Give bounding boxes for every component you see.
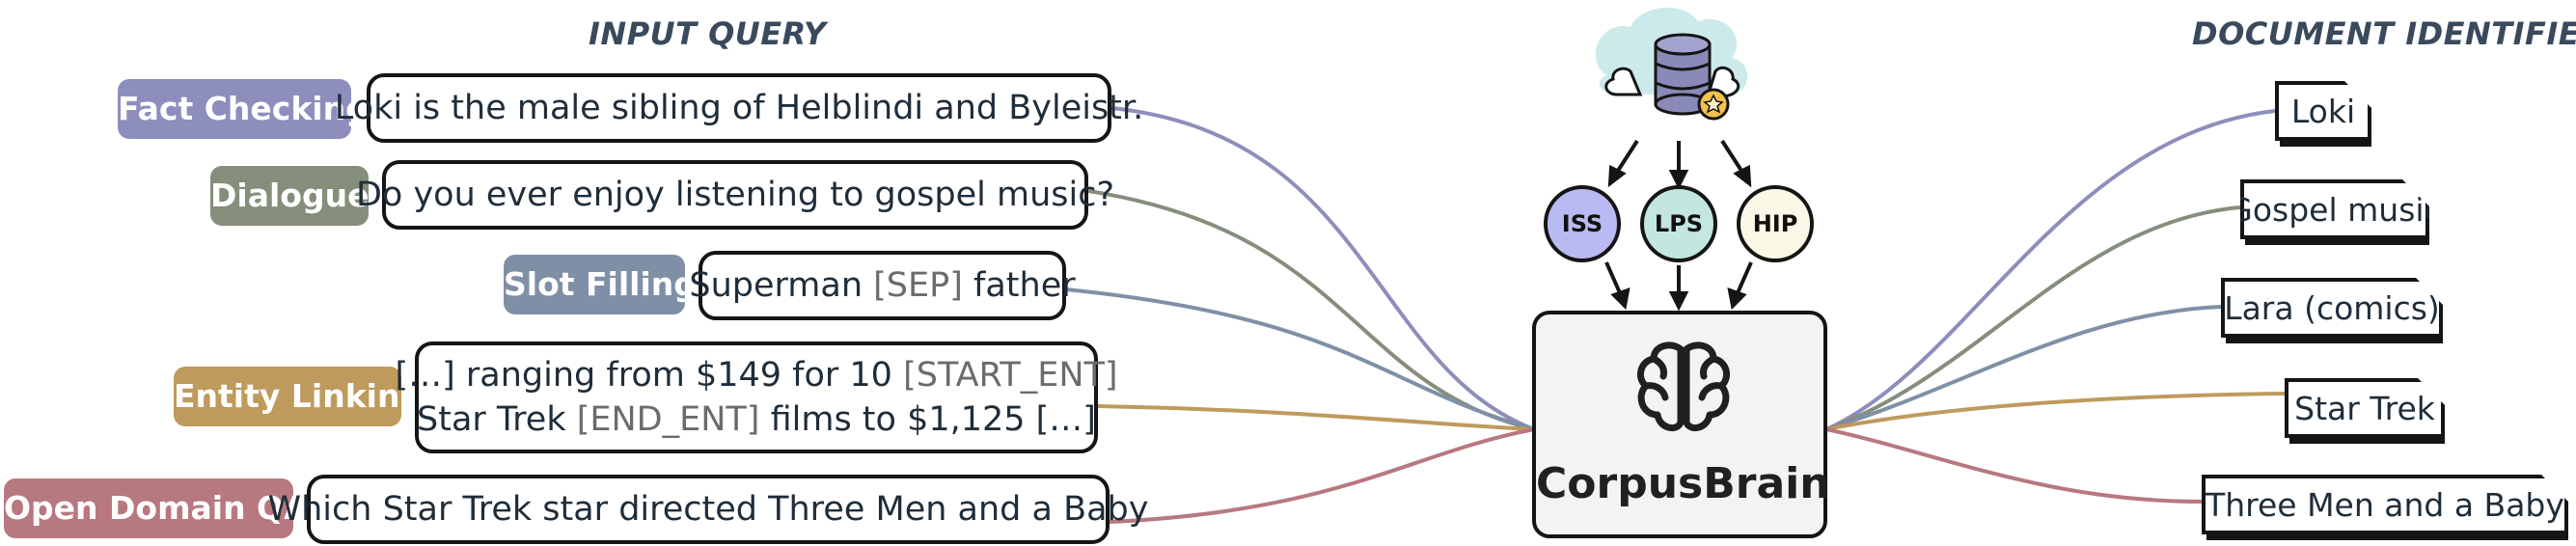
start-ent-token: [START_ENT] xyxy=(903,356,1118,395)
query-slot-text-b: father xyxy=(962,266,1076,305)
tag-open-domain-qa: Open Domain QA xyxy=(4,478,309,538)
query-el-line1: […] ranging from $149 for 10 xyxy=(395,356,904,395)
arrow-db-iss xyxy=(1614,139,1639,176)
arrow-hip-model xyxy=(1735,261,1753,296)
curve-open-qa-left xyxy=(1109,427,1535,524)
curve-gospel-right xyxy=(1825,205,2241,431)
query-dialogue: Do you ever enjoy listening to gospel mu… xyxy=(356,160,1114,230)
query-entity-linking: […] ranging from $149 for 10 [START_ENT]… xyxy=(395,341,1118,453)
doc-lara-label: Lara (comics) xyxy=(2224,288,2440,327)
query-slot-text-a: Superman xyxy=(689,266,874,305)
model-name: CorpusBrain xyxy=(1536,459,1830,508)
task-circle-lps: LPS xyxy=(1640,185,1717,262)
doc-star-trek: Star Trek xyxy=(2285,378,2445,438)
doc-loki: Loki xyxy=(2275,81,2371,141)
task-circle-iss: ISS xyxy=(1544,185,1621,262)
curve-slot-filling-left xyxy=(1065,287,1535,431)
task-circle-hip: HIP xyxy=(1737,185,1814,262)
tag-dialogue: Dialogue xyxy=(210,166,369,226)
doc-startrek-label: Star Trek xyxy=(2294,389,2435,427)
doc-lara-comics: Lara (comics) xyxy=(2221,278,2443,338)
query-fact-checking: Loki is the male sibling of Helblindi an… xyxy=(335,73,1143,143)
curve-entity-linking-left xyxy=(1097,404,1535,431)
query-open-domain-qa: Which Star Trek star directed Three Men … xyxy=(268,475,1148,544)
input-query-header: INPUT QUERY xyxy=(589,15,827,52)
sep-token: [SEP] xyxy=(873,266,963,305)
query-open-qa-text: Which Star Trek star directed Three Men … xyxy=(267,490,1149,529)
curve-fact-checking-left xyxy=(1110,106,1535,431)
curve-lara-right xyxy=(1825,305,2222,431)
tag-slot-filling: Slot Filling xyxy=(504,255,697,314)
database-cloud-icon xyxy=(1595,7,1748,121)
end-ent-token: [END_ENT] xyxy=(576,400,760,439)
doc-three-men-and-a-baby: Three Men and a Baby xyxy=(2202,475,2568,534)
arrow-db-hip xyxy=(1720,139,1745,176)
tag-fact-checking: Fact Checking xyxy=(118,79,369,139)
doc-gospel-music: Gospel music xyxy=(2240,179,2429,239)
model-box: CorpusBrain xyxy=(1532,311,1830,538)
curve-startrek-right xyxy=(1825,392,2286,431)
doc-threemen-label: Three Men and a Baby xyxy=(2206,485,2564,524)
brain-icon xyxy=(1636,341,1731,432)
query-fact-checking-text: Loki is the male sibling of Helblindi an… xyxy=(334,89,1144,127)
tag-entity-linking: Entity Linking xyxy=(174,367,423,426)
arrow-iss-model xyxy=(1604,261,1623,296)
query-dialogue-text: Do you ever enjoy listening to gospel mu… xyxy=(355,176,1115,214)
document-identifier-header: DOCUMENT IDENTIFIER xyxy=(2192,15,2576,52)
query-el-line2b: films to $1,125 […] xyxy=(759,400,1096,439)
query-el-line2a: Star Trek xyxy=(417,400,577,439)
curve-threemen-right xyxy=(1825,427,2203,504)
curve-dialogue-left xyxy=(1087,189,1535,431)
doc-gospel-label: Gospel music xyxy=(2228,190,2442,229)
doc-loki-label: Loki xyxy=(2290,92,2356,130)
curve-loki-right xyxy=(1825,109,2276,431)
query-slot-filling: Superman [SEP] father xyxy=(689,251,1076,320)
